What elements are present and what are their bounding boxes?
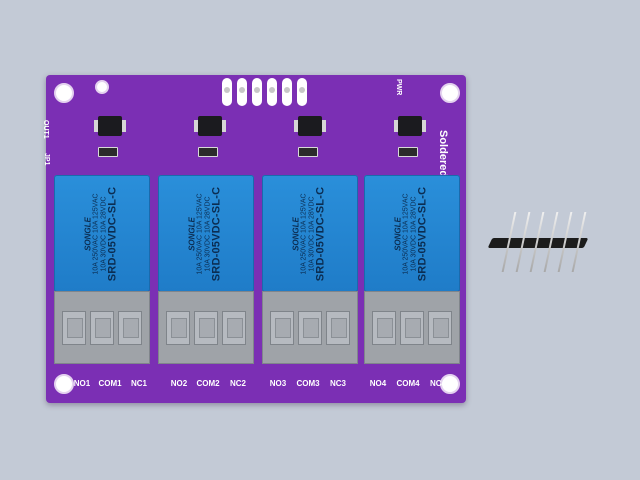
terminal-screw[interactable] — [400, 311, 424, 345]
terminal-block-1 — [54, 291, 150, 364]
silk-jp1: JP1 — [43, 153, 50, 166]
terminal-screw[interactable] — [166, 311, 190, 345]
relay-model: SRD-05VDC-SL-C — [106, 186, 119, 281]
relay-rating: 10A 250VAC 10A 125VAC — [93, 192, 101, 275]
optocoupler-chip — [394, 116, 426, 136]
optocoupler-chip — [294, 116, 326, 136]
relay-model: SRD-05VDC-SL-C — [210, 186, 223, 281]
terminal-label-nc1: NC1 — [130, 379, 147, 388]
terminal-block-4 — [364, 291, 460, 364]
mounting-hole-top-right — [440, 83, 460, 103]
terminal-screw[interactable] — [118, 311, 142, 345]
status-led — [98, 147, 118, 157]
terminal-label-com4: COM4 — [396, 379, 420, 388]
silk-out1: OUT1 — [42, 120, 49, 139]
mounting-hole-top-left — [54, 83, 74, 103]
pin-header-icon — [487, 212, 589, 276]
terminal-label-com2: COM2 — [196, 379, 220, 388]
relay-2: SONGLE 10A 250VAC 10A 125VAC 10A 30VDC 1… — [158, 175, 254, 292]
header-pad — [222, 78, 232, 106]
status-led — [298, 147, 318, 157]
relay-3: SONGLE 10A 250VAC 10A 125VAC 10A 30VDC 1… — [262, 175, 358, 292]
relay-brand: SONGLE — [83, 216, 93, 251]
mounting-hole-bottom-right — [440, 374, 460, 394]
terminal-label-no1: NO1 — [73, 379, 91, 388]
terminal-block-2 — [158, 291, 254, 364]
terminal-screw[interactable] — [372, 311, 396, 345]
terminal-label-nc4: NC4 — [429, 379, 446, 388]
header-pad — [267, 78, 277, 106]
relay-brand: SONGLE — [291, 216, 301, 251]
terminal-screw[interactable] — [90, 311, 114, 345]
header-pad — [282, 78, 292, 106]
terminal-label-nc3: NC3 — [329, 379, 346, 388]
terminal-screw[interactable] — [270, 311, 294, 345]
header-pad — [297, 78, 307, 106]
terminal-screw[interactable] — [62, 311, 86, 345]
relay-model: SRD-05VDC-SL-C — [416, 186, 429, 281]
terminal-screw[interactable] — [222, 311, 246, 345]
terminal-label-no3: NO3 — [269, 379, 287, 388]
terminal-screw[interactable] — [194, 311, 218, 345]
relay-rating: 10A 250VAC 10A 125VAC — [301, 192, 309, 275]
terminal-label-com1: COM1 — [98, 379, 122, 388]
terminal-screw[interactable] — [298, 311, 322, 345]
terminal-label-no2: NO2 — [170, 379, 188, 388]
terminal-label-com3: COM3 — [296, 379, 320, 388]
terminal-block-3 — [262, 291, 358, 364]
status-led — [398, 147, 418, 157]
relay-brand: SONGLE — [187, 216, 197, 251]
relay-rating: 10A 250VAC 10A 125VAC — [403, 192, 411, 275]
optocoupler-chip — [94, 116, 126, 136]
relay-board: OUT1 JP1 PWR Soldered SONGLE 10A 250VAC … — [42, 75, 466, 403]
terminal-label-nc2: NC2 — [229, 379, 246, 388]
status-led — [198, 147, 218, 157]
header-pad — [237, 78, 247, 106]
brand-logo: Soldered — [437, 130, 449, 178]
terminal-label-no4: NO4 — [369, 379, 387, 388]
relay-model: SRD-05VDC-SL-C — [314, 186, 327, 281]
relay-rating: 10A 250VAC 10A 125VAC — [197, 192, 205, 275]
mounting-hole-bottom-left — [54, 374, 74, 394]
silk-pwr: PWR — [395, 79, 402, 96]
optocoupler-chip — [194, 116, 226, 136]
relay-brand: SONGLE — [393, 216, 403, 251]
relay-1: SONGLE 10A 250VAC 10A 125VAC 10A 30VDC 1… — [54, 175, 150, 292]
mounting-hole-top-mid — [95, 80, 109, 94]
relay-4: SONGLE 10A 250VAC 10A 125VAC 10A 30VDC 1… — [364, 175, 460, 292]
terminal-screw[interactable] — [326, 311, 350, 345]
header-pad — [252, 78, 262, 106]
terminal-screw[interactable] — [428, 311, 452, 345]
